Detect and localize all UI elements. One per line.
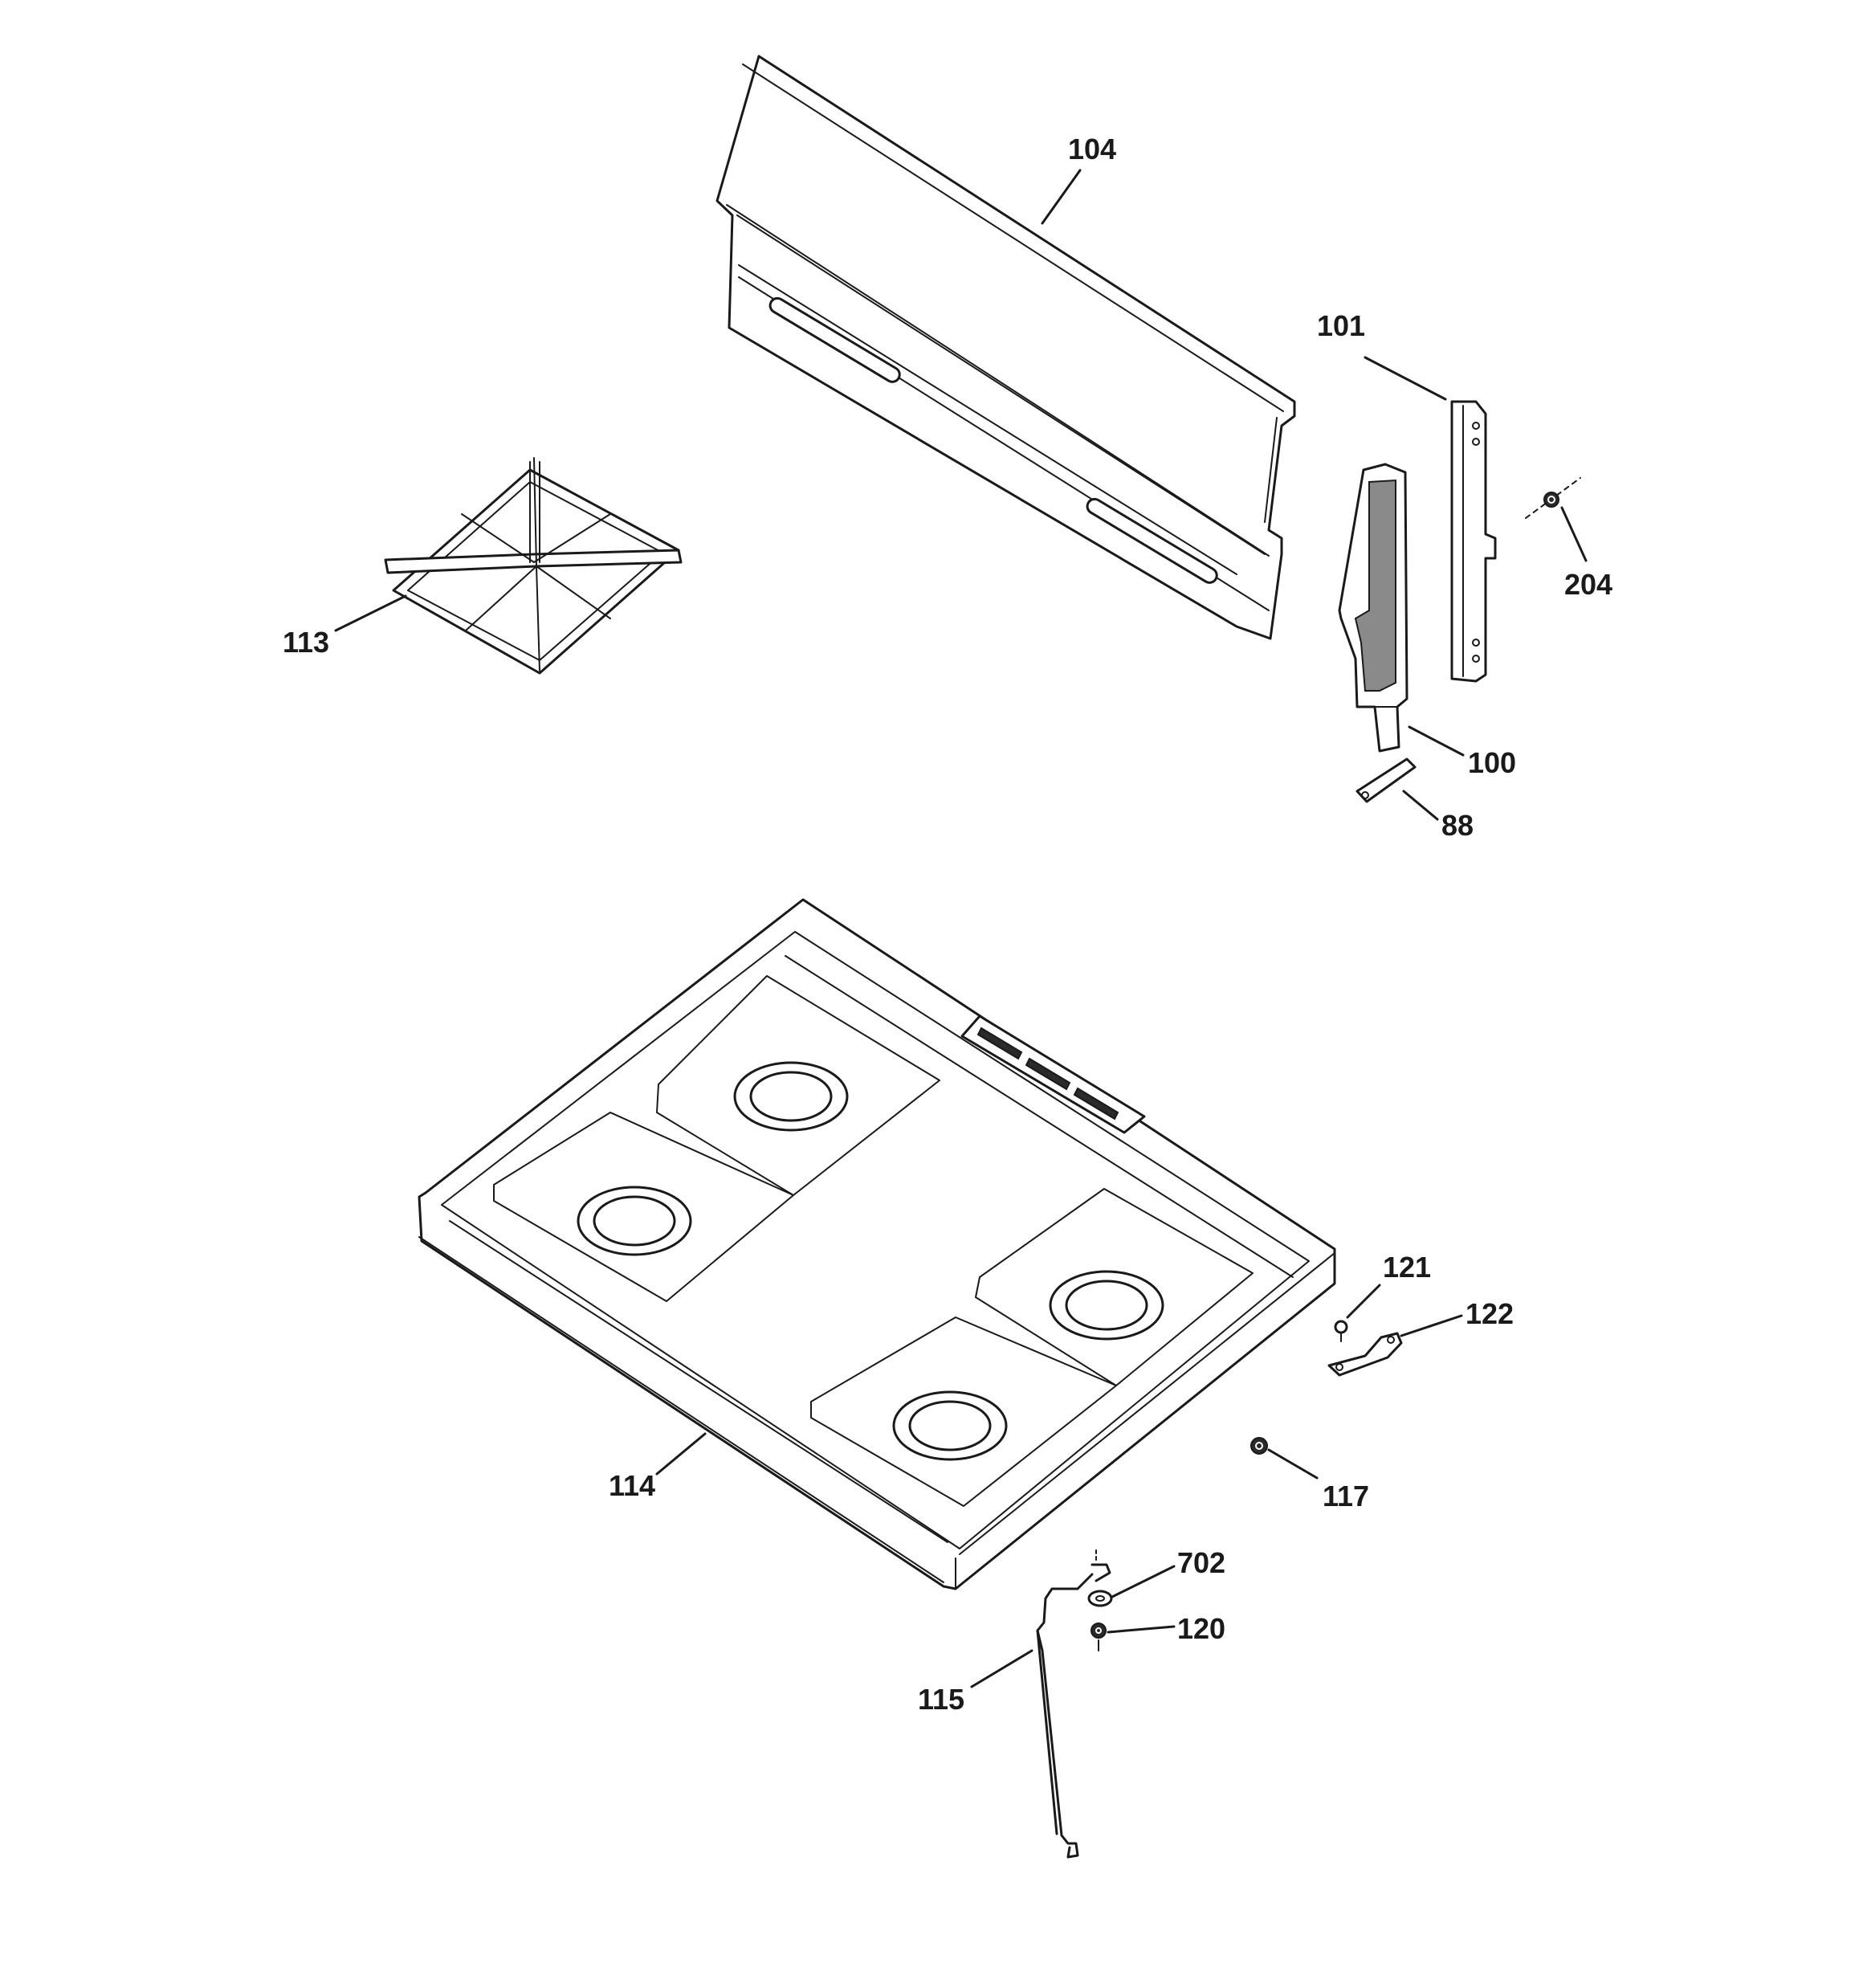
leader-121 bbox=[1346, 1284, 1381, 1319]
leader-100 bbox=[1408, 725, 1465, 757]
callout-114: 114 bbox=[609, 1469, 655, 1502]
part-115-rod[interactable] bbox=[1036, 1549, 1111, 1859]
leader-204 bbox=[1560, 506, 1588, 562]
part-121-screw[interactable] bbox=[1334, 1320, 1348, 1342]
callout-101: 101 bbox=[1317, 309, 1365, 342]
callout-117: 117 bbox=[1323, 1480, 1369, 1512]
callout-702: 702 bbox=[1177, 1546, 1225, 1579]
part-88-clip[interactable] bbox=[1355, 757, 1417, 803]
part-101-side-bracket[interactable] bbox=[1450, 400, 1497, 683]
leader-702 bbox=[1111, 1565, 1176, 1598]
callout-121: 121 bbox=[1383, 1251, 1431, 1284]
callout-100: 100 bbox=[1468, 746, 1516, 779]
part-114-cooktop[interactable] bbox=[418, 898, 1336, 1590]
callout-104: 104 bbox=[1068, 133, 1116, 165]
leader-114 bbox=[655, 1432, 707, 1476]
callout-204: 204 bbox=[1564, 568, 1612, 601]
part-104-backsplash[interactable] bbox=[715, 55, 1296, 640]
part-702-washer[interactable] bbox=[1087, 1590, 1113, 1607]
callout-115: 115 bbox=[918, 1683, 964, 1716]
callout-120: 120 bbox=[1177, 1612, 1225, 1645]
leader-117 bbox=[1267, 1448, 1319, 1480]
leader-101 bbox=[1364, 356, 1447, 401]
leader-104 bbox=[1041, 169, 1082, 225]
part-120-nut[interactable] bbox=[1090, 1623, 1107, 1651]
part-117-nut[interactable] bbox=[1250, 1437, 1268, 1455]
callout-122: 122 bbox=[1466, 1297, 1514, 1330]
leader-113 bbox=[334, 594, 407, 632]
callout-113: 113 bbox=[283, 626, 329, 659]
leader-120 bbox=[1107, 1625, 1176, 1634]
callout-88: 88 bbox=[1441, 809, 1474, 842]
part-113-burner-grate[interactable] bbox=[384, 457, 683, 675]
leader-122 bbox=[1400, 1314, 1463, 1337]
leader-lines bbox=[334, 169, 1588, 1688]
leader-115 bbox=[970, 1649, 1033, 1688]
callout-labels: 104 101 204 113 100 88 121 122 114 117 7… bbox=[283, 133, 1612, 1716]
part-204-screw[interactable] bbox=[1525, 477, 1581, 519]
leader-88 bbox=[1402, 790, 1439, 821]
part-100-end-cap[interactable] bbox=[1338, 463, 1408, 753]
part-122-bracket[interactable] bbox=[1327, 1332, 1403, 1377]
